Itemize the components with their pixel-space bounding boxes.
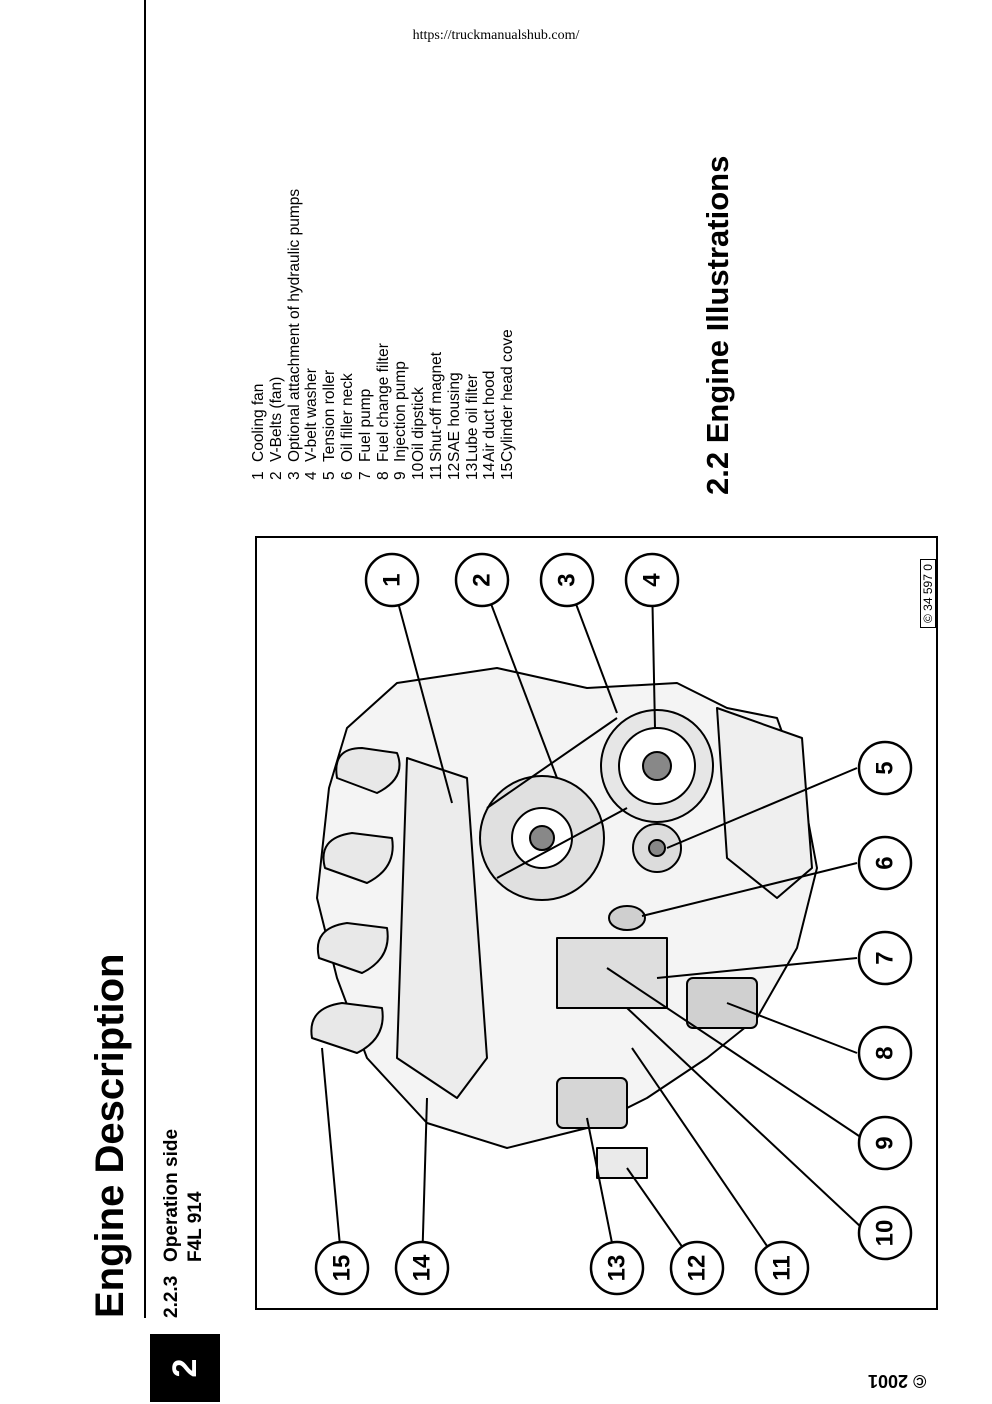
callout-5 [857, 740, 913, 796]
callout-11 [754, 1240, 810, 1296]
legend-item: 4V-belt washer [303, 368, 321, 480]
subsection-heading: 2.2.3 Operation side F4L 914 [160, 1129, 208, 1318]
engine-model: F4L 914 [185, 1191, 206, 1262]
legend-item: 1Cooling fan [250, 383, 267, 480]
legend-item: 14Air duct hood [481, 370, 499, 480]
legend-item: 6Oil filler neck [338, 373, 356, 480]
engine-drawing: 1 2 3 4 5 6 7 8 9 10 11 12 13 14 15 [310, 552, 913, 1296]
callout-label: 10 [872, 1220, 899, 1247]
subsection-number: 2.2.3 [161, 1275, 182, 1318]
callout-10 [857, 1205, 913, 1261]
callout-label: 15 [329, 1255, 356, 1282]
callout-label: 3 [554, 573, 581, 586]
callout-7 [857, 930, 913, 986]
engine-figure: 1 2 3 4 5 6 7 8 9 10 11 12 13 14 15 [255, 536, 938, 1310]
callout-label: 6 [872, 856, 899, 869]
legend-item: 11Shut-off magnet [427, 351, 445, 480]
callout-13 [589, 1240, 645, 1296]
legend-item: 7Fuel pump [356, 388, 374, 480]
chapter-title: 2.2 Engine Illustrations [700, 155, 735, 495]
callout-1 [364, 552, 420, 608]
parts-legend: 1Cooling fan 2V-Belts (fan) 3Optional at… [250, 189, 517, 480]
figure-id: © 34 597 0 [920, 559, 936, 628]
callout-14 [394, 1240, 450, 1296]
callout-label: 2 [469, 573, 496, 586]
callout-label: 14 [409, 1254, 436, 1281]
subsection-title: Operation side [161, 1128, 182, 1262]
legend-item: 8Fuel change filter [374, 343, 392, 480]
copyright-notice: © 2001 [868, 1371, 927, 1391]
callout-label: 5 [872, 761, 899, 774]
legend-item: 2V-Belts (fan) [267, 376, 285, 480]
callout-3 [539, 552, 595, 608]
legend-item: 10Oil dipstick [410, 387, 428, 480]
callout-9 [857, 1115, 913, 1171]
source-url: https://truckmanualshub.com/ [412, 28, 580, 43]
callout-15 [314, 1240, 370, 1296]
callout-label: 9 [872, 1136, 899, 1149]
legend-item: 15Cylinder head cove [499, 329, 517, 480]
callout-label: 7 [872, 951, 899, 964]
section-title: Engine Description [88, 953, 132, 1319]
callout-4 [624, 552, 680, 608]
callout-6 [857, 835, 913, 891]
legend-item: 3Optional attachment of hydraulic pumps [285, 188, 303, 480]
legend-item: 9Injection pump [392, 361, 410, 480]
callout-label: 8 [872, 1046, 899, 1059]
chapter-badge: 2 [150, 1334, 220, 1402]
callout-12 [669, 1240, 725, 1296]
callout-label: 12 [684, 1255, 711, 1282]
callout-label: 4 [639, 573, 666, 587]
legend-item: 13Lube oil filter [463, 374, 481, 480]
callout-2 [454, 552, 510, 608]
vertical-rule [144, 0, 146, 1318]
legend-item: 5Tension roller [321, 369, 339, 480]
callout-label: 13 [604, 1255, 631, 1282]
callout-label: 11 [769, 1255, 796, 1280]
callout-8 [857, 1025, 913, 1081]
legend-item: 12SAE housing [445, 372, 463, 480]
callout-label: 1 [379, 573, 406, 586]
